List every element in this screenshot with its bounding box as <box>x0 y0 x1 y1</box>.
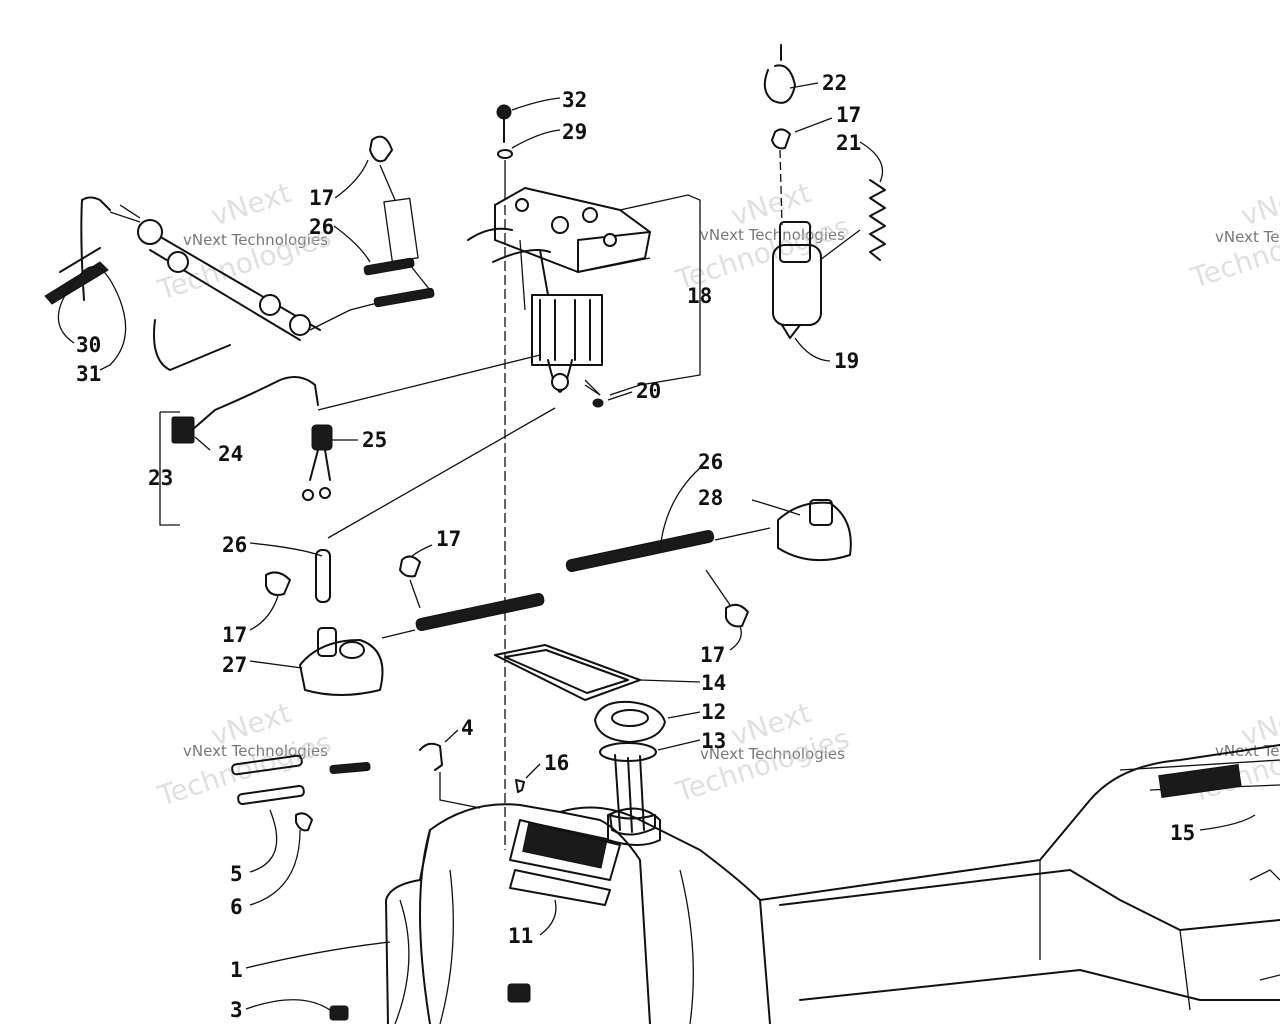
watermark-1: vNext vNext Technologies Technologies <box>153 176 335 307</box>
callout-29: 29 <box>562 120 587 144</box>
callout-23: 23 <box>148 466 173 490</box>
svg-text:vNext: vNext <box>1237 176 1280 233</box>
callout-4: 4 <box>461 716 474 740</box>
watermark-2: vNext vNext Technologies Technologies <box>671 176 853 297</box>
svg-text:vNext Technologies: vNext Technologies <box>700 745 845 763</box>
callout-17: 17 <box>700 643 725 667</box>
callout-14: 14 <box>701 671 726 695</box>
callout-24: 24 <box>218 442 243 466</box>
wiring-harness <box>159 354 541 526</box>
svg-text:vNext Technologies: vNext Technologies <box>183 231 328 249</box>
fuel-pump-module <box>467 187 651 396</box>
callout-16: 16 <box>544 751 569 775</box>
callout-26: 26 <box>698 450 723 474</box>
watermark-4: vNext vNext Technologies Technologies <box>153 696 335 813</box>
callout-22: 22 <box>822 71 847 95</box>
callout-25: 25 <box>362 428 387 452</box>
fuel-tank <box>385 744 1280 1024</box>
watermark-3: vNext vNext Technologies Technologies <box>1186 176 1280 295</box>
callout-32: 32 <box>562 88 587 112</box>
sender-and-hoses <box>249 407 852 696</box>
hose-group-top <box>333 135 435 308</box>
callout-15: 15 <box>1170 821 1195 845</box>
callout-1: 1 <box>230 958 243 982</box>
small-fittings <box>231 729 1256 936</box>
callout-18: 18 <box>687 284 712 308</box>
callout-26: 26 <box>309 215 334 239</box>
bolt-and-washer <box>496 97 561 200</box>
callout-5: 5 <box>230 862 243 886</box>
callout-labels: 32 29 22 17 21 17 26 18 30 31 19 20 25 2… <box>76 71 1195 1022</box>
callout-3: 3 <box>230 998 243 1022</box>
svg-text:vNext Technologies: vNext Technologies <box>700 226 845 244</box>
callout-20: 20 <box>636 379 661 403</box>
callout-17: 17 <box>309 186 334 210</box>
tank-cap-gasket <box>494 644 701 836</box>
fuel-pump-assembly-right <box>763 44 886 362</box>
callout-6: 6 <box>230 895 243 919</box>
callout-26: 26 <box>222 533 247 557</box>
svg-text:vNext Technologies: vNext Technologies <box>1215 228 1280 246</box>
callout-11: 11 <box>508 924 533 948</box>
callout-17: 17 <box>836 103 861 127</box>
callout-12: 12 <box>701 700 726 724</box>
callout-28: 28 <box>698 486 723 510</box>
callout-27: 27 <box>222 653 247 677</box>
callout-30: 30 <box>76 333 101 357</box>
callout-21: 21 <box>836 131 861 155</box>
svg-text:vNext: vNext <box>207 176 295 233</box>
callout-17: 17 <box>436 527 461 551</box>
callout-31: 31 <box>76 362 101 386</box>
callout-17: 17 <box>222 623 247 647</box>
callout-19: 19 <box>834 349 859 373</box>
callout-13: 13 <box>701 729 726 753</box>
